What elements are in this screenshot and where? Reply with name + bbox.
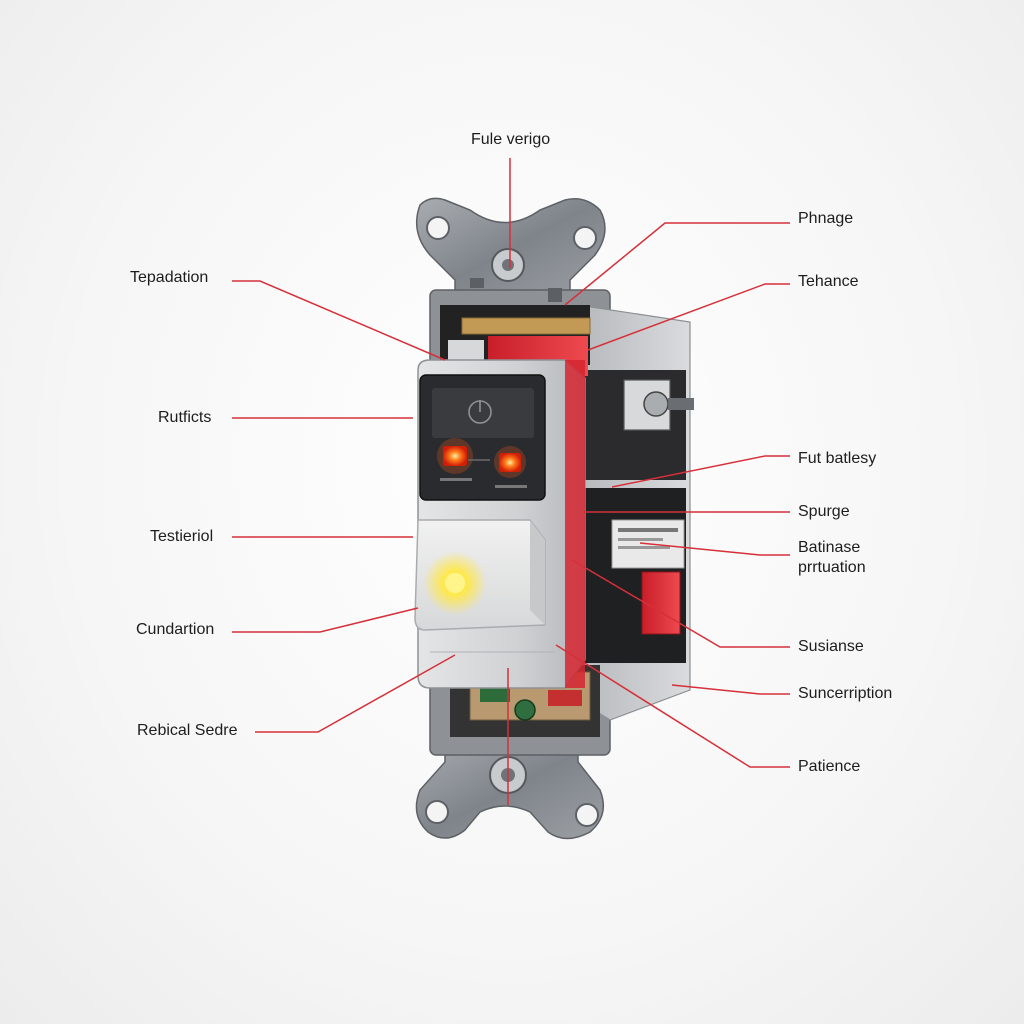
label-tepadation: Tepadation <box>130 269 209 286</box>
indicator-light-icon <box>423 551 487 615</box>
label-batinase: Batinase <box>798 539 861 556</box>
top-internals <box>440 305 591 376</box>
label-suncerription: Suncerription <box>798 685 893 702</box>
label-spurge: Spurge <box>798 503 850 520</box>
label-rutficts: Rutficts <box>158 409 212 426</box>
label-tehance: Tehance <box>798 273 859 290</box>
label-cundartion: Cundartion <box>136 621 215 638</box>
screw-icon <box>491 248 525 282</box>
power-icon[interactable] <box>468 400 492 424</box>
label-susianse: Susianse <box>798 638 864 655</box>
label-testieriol: Testieriol <box>150 528 214 545</box>
label-prrtuation: prrtuation <box>798 559 866 576</box>
label-fule-verigo: Fule verigo <box>471 131 551 148</box>
led-icon <box>494 446 526 478</box>
front-housing <box>414 359 586 689</box>
label-phnage: Phnage <box>798 210 854 227</box>
label-rebical-sedre: Rebical Sedre <box>137 722 238 739</box>
label-patience: Patience <box>798 758 861 775</box>
leader-lines <box>232 158 790 805</box>
led-icon <box>437 438 473 474</box>
label-fut-batlesy: Fut batlesy <box>798 450 877 467</box>
